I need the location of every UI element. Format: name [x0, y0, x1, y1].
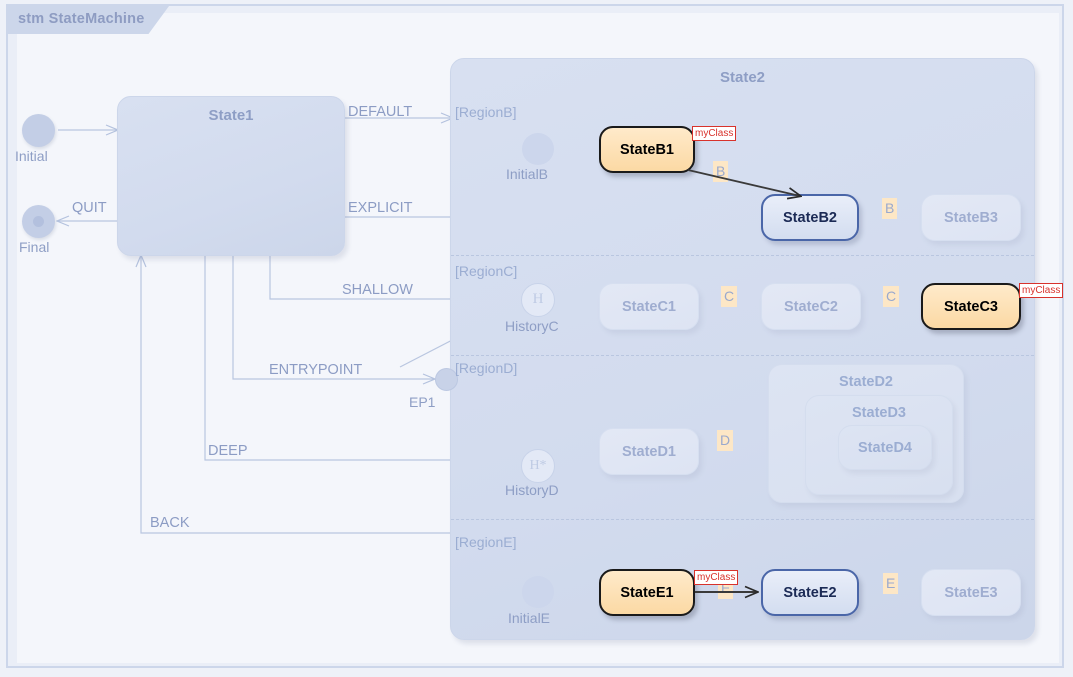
- stated4-title: StateD4: [858, 439, 912, 456]
- statec1-title: StateC1: [622, 298, 676, 315]
- transition-label-back: BACK: [150, 515, 190, 531]
- region-label-e: [RegionE]: [455, 534, 517, 550]
- state-stated3[interactable]: StateD3 StateD4: [805, 395, 953, 495]
- stereotype-myclass-statec3: myClass: [1019, 283, 1064, 298]
- initial-pseudostate-b[interactable]: [522, 133, 554, 165]
- transition-label-c1: C: [721, 286, 738, 307]
- ep1-label: EP1: [409, 394, 436, 410]
- final-state[interactable]: [22, 205, 55, 238]
- final-label: Final: [19, 239, 50, 255]
- statee1-title: StateE1: [620, 584, 674, 601]
- state-state1[interactable]: State1: [117, 96, 345, 256]
- stateb3-title: StateB3: [944, 209, 998, 226]
- transition-label-b2: B: [882, 198, 898, 219]
- state-stated2[interactable]: StateD2 StateD3 StateD4: [768, 364, 964, 503]
- historyc-label: HistoryC: [505, 318, 559, 334]
- region-label-c: [RegionC]: [455, 263, 518, 279]
- stateb1-title: StateB1: [620, 141, 674, 158]
- transition-label-shallow: SHALLOW: [342, 282, 413, 298]
- historyd-label: HistoryD: [505, 482, 559, 498]
- state-stated1[interactable]: StateD1: [599, 428, 699, 475]
- statee3-title: StateE3: [944, 584, 998, 601]
- state-stateb1[interactable]: StateB1: [599, 126, 695, 173]
- shallow-history-c[interactable]: H: [521, 283, 555, 317]
- transition-label-default: DEFAULT: [348, 104, 413, 120]
- statec3-title: StateC3: [944, 298, 998, 315]
- initial-pseudostate[interactable]: [22, 114, 55, 147]
- initial-pseudostate-e[interactable]: [522, 576, 554, 608]
- initiale-label: InitialE: [508, 610, 551, 626]
- state-statee2[interactable]: StateE2: [761, 569, 859, 616]
- initialb-label: InitialB: [506, 166, 549, 182]
- stateb2-title: StateB2: [783, 209, 837, 226]
- stated2-title: StateD2: [839, 374, 893, 390]
- state-stateb2[interactable]: StateB2: [761, 194, 859, 241]
- region-label-b: [RegionB]: [455, 104, 517, 120]
- deep-history-d[interactable]: H*: [521, 449, 555, 483]
- state-statee3[interactable]: StateE3: [921, 569, 1021, 616]
- transition-label-explicit: EXPLICIT: [348, 200, 413, 216]
- state-statec3[interactable]: StateC3: [921, 283, 1021, 330]
- stereotype-myclass-statee1: myClass: [694, 570, 739, 585]
- transition-label-c2: C: [883, 286, 900, 307]
- transition-label-e2: E: [883, 573, 899, 594]
- stereotype-myclass-stateb1: myClass: [692, 126, 737, 141]
- transition-label-d1: D: [717, 430, 734, 451]
- stated1-title: StateD1: [622, 443, 676, 460]
- region-label-d: [RegionD]: [455, 360, 518, 376]
- transition-label-quit: QUIT: [72, 200, 107, 216]
- state-stateb3[interactable]: StateB3: [921, 194, 1021, 241]
- state-statee1[interactable]: StateE1: [599, 569, 695, 616]
- transition-label-entrypoint: ENTRYPOINT: [269, 362, 363, 378]
- frame-title-tab: stm StateMachine: [6, 4, 171, 34]
- state2-title: State2: [719, 69, 766, 86]
- statec2-title: StateC2: [784, 298, 838, 315]
- state-stated4[interactable]: StateD4: [838, 425, 932, 470]
- initial-label: Initial: [15, 148, 48, 164]
- transition-label-deep: DEEP: [208, 443, 248, 459]
- transition-label-b1: B: [713, 161, 729, 182]
- stated3-title: StateD3: [852, 405, 906, 421]
- state-statec1[interactable]: StateC1: [599, 283, 699, 330]
- state-statec2[interactable]: StateC2: [761, 283, 861, 330]
- statee2-title: StateE2: [783, 584, 837, 601]
- state1-title: State1: [208, 107, 254, 124]
